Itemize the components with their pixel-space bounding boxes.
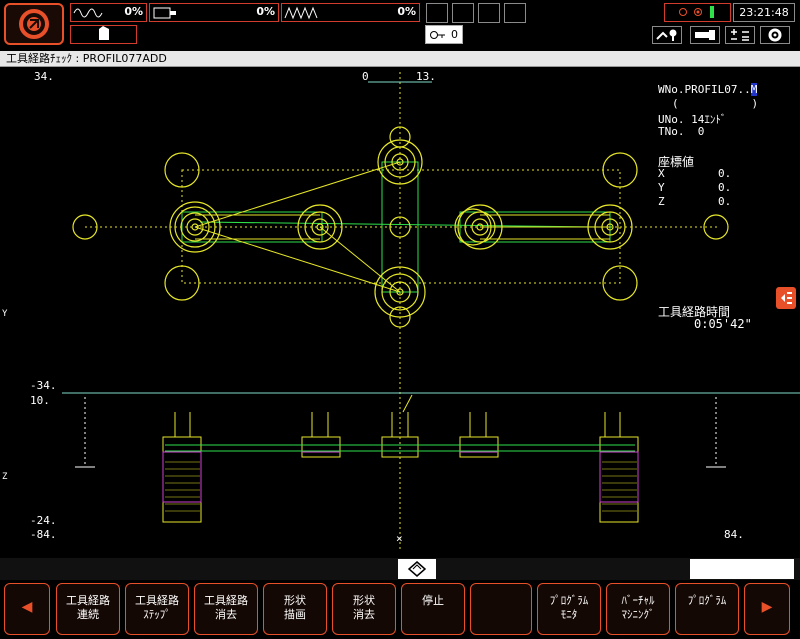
coord-x-value: 0. [718, 167, 732, 180]
softkey-path-erase[interactable]: 工具経路消去 [194, 583, 258, 635]
message-box [690, 559, 794, 579]
view-rotate-button[interactable] [398, 559, 436, 579]
tool-count-value: 0 [451, 28, 458, 41]
spindle-load-meter: 0% [70, 3, 147, 22]
x-scale-label: 13. [416, 70, 436, 83]
softkey-label: 消去 [353, 608, 375, 621]
softkey-label: ﾌﾟﾛｸﾞﾗﾑ [549, 594, 589, 607]
clock-display: 23:21:48 [733, 3, 795, 22]
coord-z-label: Z [658, 195, 665, 208]
document-button[interactable] [70, 25, 137, 44]
calculator-button[interactable] [725, 26, 755, 44]
softkey-label: 連続 [77, 608, 99, 621]
prev-arrow-icon: ◀ [21, 599, 33, 615]
softkey-label: 形状 [284, 594, 306, 607]
softkey-label: 停止 [422, 594, 444, 607]
tool-count-box: 0 [425, 25, 463, 44]
softkey-label: ｽﾃｯﾌﾟ [143, 608, 171, 621]
coord-x-label: X [658, 167, 665, 180]
softkey-label: 工具経路 [66, 594, 110, 607]
status-slot-1 [426, 3, 448, 23]
work-number-line: WNo.PROFIL07..M [658, 83, 758, 96]
softkey-label: ﾊﾞｰﾁｬﾙ [621, 594, 655, 607]
coord-y-label: Y [658, 181, 665, 194]
side-menu-icon [781, 292, 792, 304]
y-min-label: -34. [30, 379, 57, 392]
zigzag-wave-icon [284, 6, 318, 20]
return-arrow-icon [19, 9, 49, 39]
softkey-shape-draw[interactable]: 形状描画 [263, 583, 327, 635]
alarm-status-icon [679, 6, 714, 18]
z-axis-letter: Z [2, 472, 8, 482]
spindle-load-value: 0% [124, 5, 143, 18]
unit-number-line: UNo. 14ｴﾝﾄﾞ [658, 113, 727, 126]
x-min-label: -84. [30, 528, 57, 541]
machine-view-button[interactable] [652, 26, 682, 44]
calculator-icon [731, 29, 749, 41]
machine-status-indicator [664, 3, 731, 22]
x-origin-label: 0 [362, 70, 369, 83]
softkey-virtual-machining[interactable]: ﾊﾞｰﾁｬﾙﾏｼﾆﾝｸﾞ [606, 583, 670, 635]
work-comment-line: ( ) [672, 97, 759, 110]
side-panel-toggle[interactable] [776, 287, 796, 309]
tool-key-icon [430, 31, 445, 39]
softkey-label: ﾌﾟﾛｸﾞﾗﾑ [687, 594, 727, 607]
servo-motor-icon [153, 7, 176, 19]
x-max-label: 84. [724, 528, 744, 541]
softkey-next[interactable]: ▶ [744, 583, 790, 635]
feed-load-meter: 0% [281, 3, 420, 22]
softkey-label: 工具経路 [204, 594, 248, 607]
softkey-path-step[interactable]: 工具経路ｽﾃｯﾌﾟ [125, 583, 189, 635]
softkey-blank[interactable] [470, 583, 532, 635]
work-number-cursor[interactable]: M [750, 83, 758, 96]
servo-load-value: 0% [256, 5, 275, 18]
softkey-label: 消去 [215, 608, 237, 621]
z-max-label: 10. [30, 394, 50, 407]
servo-load-meter: 0% [149, 3, 279, 22]
coord-z-value: 0. [718, 195, 732, 208]
softkey-path-continuous[interactable]: 工具経路連続 [56, 583, 120, 635]
tool-path-view[interactable]: 34. 0 13. WNo.PROFIL07..M ( ) UNo. 14ｴﾝﾄ… [0, 67, 800, 557]
softkey-label: ﾓﾆﾀ [560, 608, 578, 621]
coord-y-value: 0. [718, 181, 732, 194]
z-min-label: -24. [30, 514, 57, 527]
softkey-stop[interactable]: 停止 [401, 583, 465, 635]
tool-number-line: TNo. 0 [658, 125, 705, 138]
work-number-label: WNo.PROFIL07.. [658, 83, 751, 96]
wrench-icon [695, 30, 715, 40]
settings-button[interactable] [760, 26, 790, 44]
tool-path-drawing [62, 72, 800, 552]
machine-pin-icon [656, 29, 677, 41]
path-time-value: 0:05'42" [694, 317, 752, 331]
softkey-shape-erase[interactable]: 形状消去 [332, 583, 396, 635]
spindle-wave-icon [73, 8, 103, 18]
coordinate-header: 座標値 [658, 155, 695, 169]
rotate-view-icon [407, 561, 427, 577]
softkey-program-monitor[interactable]: ﾌﾟﾛｸﾞﾗﾑﾓﾆﾀ [537, 583, 601, 635]
feed-load-value: 0% [397, 5, 416, 18]
softkey-label: ﾏｼﾆﾝｸﾞ [621, 608, 655, 621]
status-slot-2 [452, 3, 474, 23]
origin-mark: × [396, 532, 403, 545]
softkey-label: 工具経路 [135, 594, 179, 607]
next-arrow-icon: ▶ [761, 599, 773, 615]
softkey-prev[interactable]: ◀ [4, 583, 50, 635]
path-time-label: 工具経路時間 [658, 305, 731, 319]
softkey-label: 描画 [284, 608, 306, 621]
home-logo-button[interactable] [4, 3, 64, 45]
gear-icon [768, 28, 782, 42]
status-slot-3 [478, 3, 500, 23]
screen-title: 工具経路ﾁｪｯｸ : PROFIL077ADD [0, 51, 800, 67]
document-icon [99, 26, 109, 40]
y-max-label: 34. [34, 70, 54, 83]
softkey-program[interactable]: ﾌﾟﾛｸﾞﾗﾑ [675, 583, 739, 635]
y-axis-letter: Y [2, 309, 8, 319]
tool-data-button[interactable] [690, 26, 720, 44]
status-slot-4 [504, 3, 526, 23]
softkey-label: 形状 [353, 594, 375, 607]
